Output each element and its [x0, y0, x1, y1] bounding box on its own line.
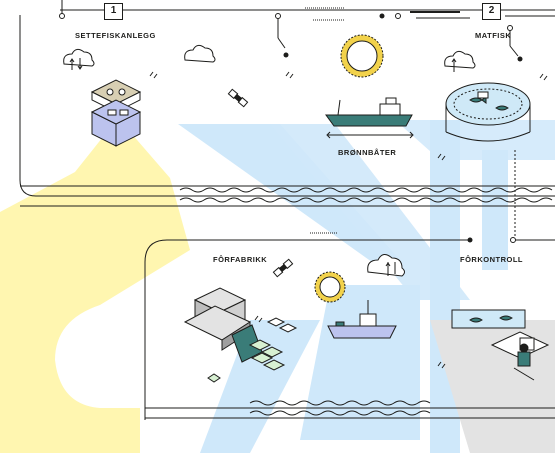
background-shapes [0, 118, 555, 453]
feed-control-label: FÔRKONTROLL [460, 255, 523, 264]
step-number-1: 1 [104, 3, 123, 20]
cloud-icon [184, 44, 216, 63]
hatchery-building-icon [90, 79, 142, 147]
step-number-2: 2 [482, 3, 501, 20]
waves-bottom [249, 400, 431, 416]
wellboat-icon [325, 97, 414, 139]
hatchery-label: SETTEFISKANLEGG [75, 31, 156, 40]
feed-boat-icon [327, 300, 397, 339]
cloud-upload-icon [63, 48, 95, 70]
farming-label: MATFISK [475, 31, 512, 40]
factory-icon [183, 287, 298, 383]
wellboat-label: BRØNNBÅTER [338, 148, 397, 157]
sun-icon [340, 34, 384, 78]
satellite-icon [272, 258, 294, 278]
waves-top [179, 187, 553, 203]
hatch-marks [149, 71, 548, 369]
cloud-upload-icon [444, 50, 476, 72]
satellite-icon [227, 88, 249, 108]
operator-icon [451, 309, 550, 381]
cloud-upload-icon [367, 254, 405, 277]
sun-icon [314, 271, 346, 303]
fish-pen-icon [445, 82, 531, 142]
feed-factory-label: FÔRFABRIKK [213, 255, 268, 264]
